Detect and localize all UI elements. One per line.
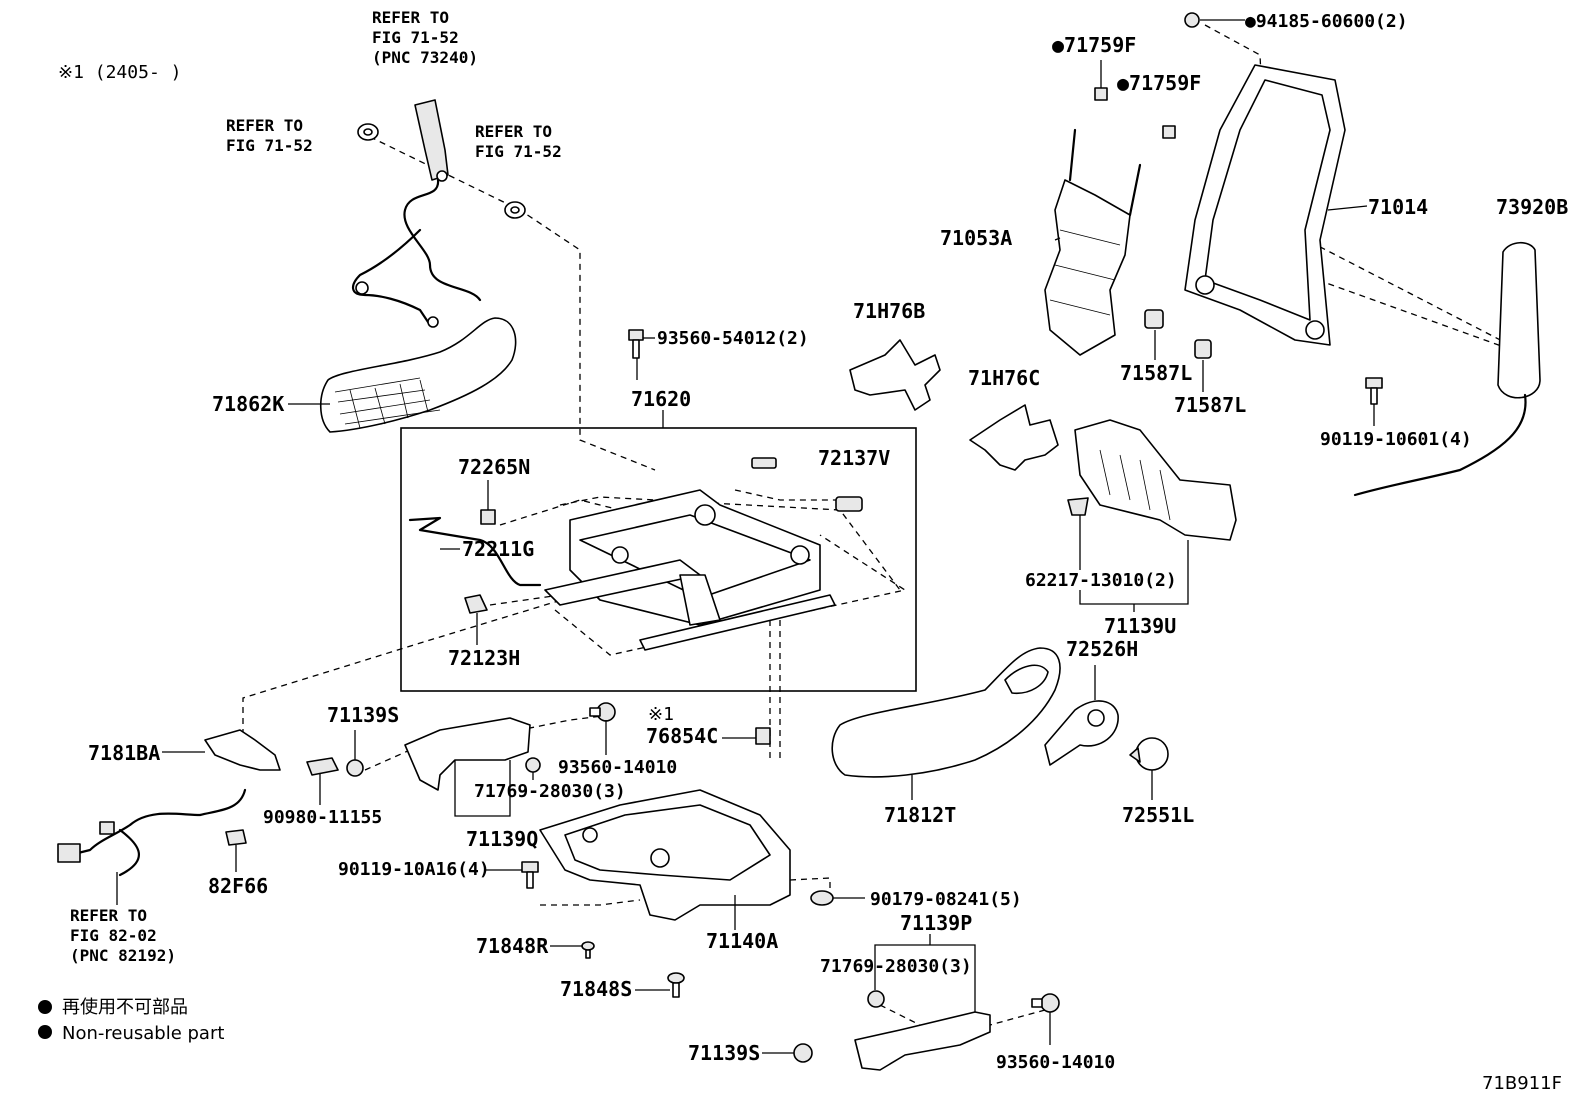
label-71014: 71014 xyxy=(1368,195,1428,219)
label-72526H: 72526H xyxy=(1066,637,1138,661)
label-71139P: 71139P xyxy=(900,911,972,935)
clip-62217-part xyxy=(1067,497,1089,516)
label-71848R: 71848R xyxy=(476,934,549,958)
seatback-board-71053A-part xyxy=(1044,128,1142,356)
label-71139U: 71139U xyxy=(1104,614,1176,638)
figure-code: 71B911F xyxy=(1482,1073,1562,1094)
label-71587L-a: 71587L xyxy=(1120,361,1192,385)
bolt-94185-part xyxy=(1184,12,1200,28)
label-71H76C: 71H76C xyxy=(968,366,1040,390)
nut-71759F-a-part xyxy=(1094,87,1108,101)
label-72211G: 72211G xyxy=(462,537,534,561)
label-90980-11155: 90980-11155 xyxy=(263,807,382,828)
cap-72551L-part xyxy=(1129,737,1169,771)
label-71848S: 71848S xyxy=(560,977,632,1001)
label-71H76B: 71H76B xyxy=(853,299,925,323)
leader-lines xyxy=(116,19,1375,1054)
clip-72123H-part xyxy=(464,594,488,614)
cover-71139P-part xyxy=(854,1011,991,1071)
bracket-71H76C-part xyxy=(969,404,1059,471)
bolt-93560-14010-b-part xyxy=(1031,993,1060,1013)
legend-bullet-en xyxy=(38,1025,52,1039)
harness-part xyxy=(57,788,247,877)
label-90179-08241: 90179-08241(5) xyxy=(870,889,1022,910)
label-71139S-b: 71139S xyxy=(688,1041,760,1065)
label-71862K: 71862K xyxy=(212,392,284,416)
seatback-frame-71014-part xyxy=(1184,64,1346,346)
bolt-90119-10A16-part xyxy=(521,861,539,889)
label-73920B: 73920B xyxy=(1496,195,1568,219)
label-94185-60600: ●94185-60600(2) xyxy=(1245,11,1408,32)
seatbelt-buckle-part xyxy=(352,99,482,328)
label-71587L-b: 71587L xyxy=(1174,393,1246,417)
nut-71139S-a-part xyxy=(346,759,364,777)
label-93560-14010-a: 93560-14010 xyxy=(558,757,677,778)
date-note: ※1 (2405- ) xyxy=(58,62,181,83)
bolt-93560-54012-part xyxy=(628,329,644,359)
label-82F66: 82F66 xyxy=(208,874,268,898)
connector-90980-part xyxy=(306,757,339,776)
label-71140A: 71140A xyxy=(706,929,778,953)
clip-72265N-part xyxy=(480,509,496,525)
clip-71587L-b-part xyxy=(1194,339,1212,359)
label-71759F-a: ●71759F xyxy=(1052,33,1136,57)
label-71053A: 71053A xyxy=(940,226,1012,250)
legend-en: Non-reusable part xyxy=(62,1023,224,1044)
label-76854C: 76854C xyxy=(646,724,718,748)
label-71812T: 71812T xyxy=(884,803,956,827)
seat-base-frame-71140A-part xyxy=(539,789,791,921)
legend-bullet-jp xyxy=(38,1000,52,1014)
clip-76854C-part xyxy=(755,727,771,745)
nut-71769-a-part xyxy=(525,757,541,773)
label-72265N: 72265N xyxy=(458,455,530,479)
nut-90179-part xyxy=(810,890,834,906)
grommet-a xyxy=(357,123,379,141)
grommet-b xyxy=(504,201,526,219)
adjuster-group-frame xyxy=(400,427,917,692)
label-71620: 71620 xyxy=(631,387,691,411)
cable-72211G-part xyxy=(408,516,542,587)
shield-71139U-part xyxy=(1074,419,1237,541)
label-71769-28030-a: 71769-28030(3) xyxy=(474,781,626,802)
cover-71139Q-part xyxy=(404,717,531,791)
label-71139S-a: 71139S xyxy=(327,703,399,727)
bracket-71H76B-part xyxy=(849,339,941,411)
label-90119-10601: 90119-10601(4) xyxy=(1320,429,1472,450)
label-7181BA: 7181BA xyxy=(88,741,160,765)
label-72551L: 72551L xyxy=(1122,803,1194,827)
label-62217-13010: 62217-13010(2) xyxy=(1025,570,1177,591)
label-71759F-b: ●71759F xyxy=(1117,71,1201,95)
nut-71139S-b-part xyxy=(793,1043,813,1063)
label-71139Q: 71139Q xyxy=(466,827,538,851)
label-72137V: 72137V xyxy=(818,446,890,470)
label-93560-14010-b: 93560-14010 xyxy=(996,1052,1115,1073)
bracket-7181BA-part xyxy=(204,729,281,771)
side-airbag-73920B-part xyxy=(1353,241,1541,497)
nut-71769-b-part xyxy=(867,990,885,1008)
bolt-90119-10601-part xyxy=(1365,377,1383,405)
label-71769-28030-b: 71769-28030(3) xyxy=(820,956,972,977)
legend-jp: 再使用不可部品 xyxy=(62,997,188,1018)
seat-cushion-pad-71812T-part xyxy=(831,647,1061,778)
label-mark-1: ※1 xyxy=(648,704,674,725)
seat-adjuster-part xyxy=(544,489,836,651)
pin-71848R-part xyxy=(581,941,595,959)
clip-72137V-part xyxy=(751,457,863,512)
pin-71848S-part xyxy=(667,972,685,998)
clip-71587L-a-part xyxy=(1144,309,1164,329)
side-shield-part xyxy=(319,317,517,433)
nut-71759F-b-part xyxy=(1162,125,1176,139)
label-72123H: 72123H xyxy=(448,646,520,670)
label-90119-10A16: 90119-10A16(4) xyxy=(338,859,490,880)
clip-82F66-part xyxy=(225,829,247,846)
cover-72526H-part xyxy=(1044,700,1119,766)
label-93560-54012: 93560-54012(2) xyxy=(657,328,809,349)
bolt-93560-14010-a-part xyxy=(589,702,616,722)
